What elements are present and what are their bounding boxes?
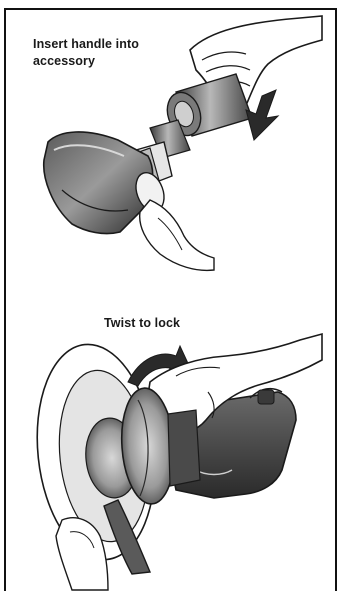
step-2-illustration	[27, 334, 322, 590]
insert-direction-arrow-icon	[246, 90, 278, 140]
support-hand-icon	[140, 200, 214, 270]
step-1-caption: Insert handle into accessory	[33, 36, 203, 70]
step-2-caption: Twist to lock	[104, 315, 244, 332]
